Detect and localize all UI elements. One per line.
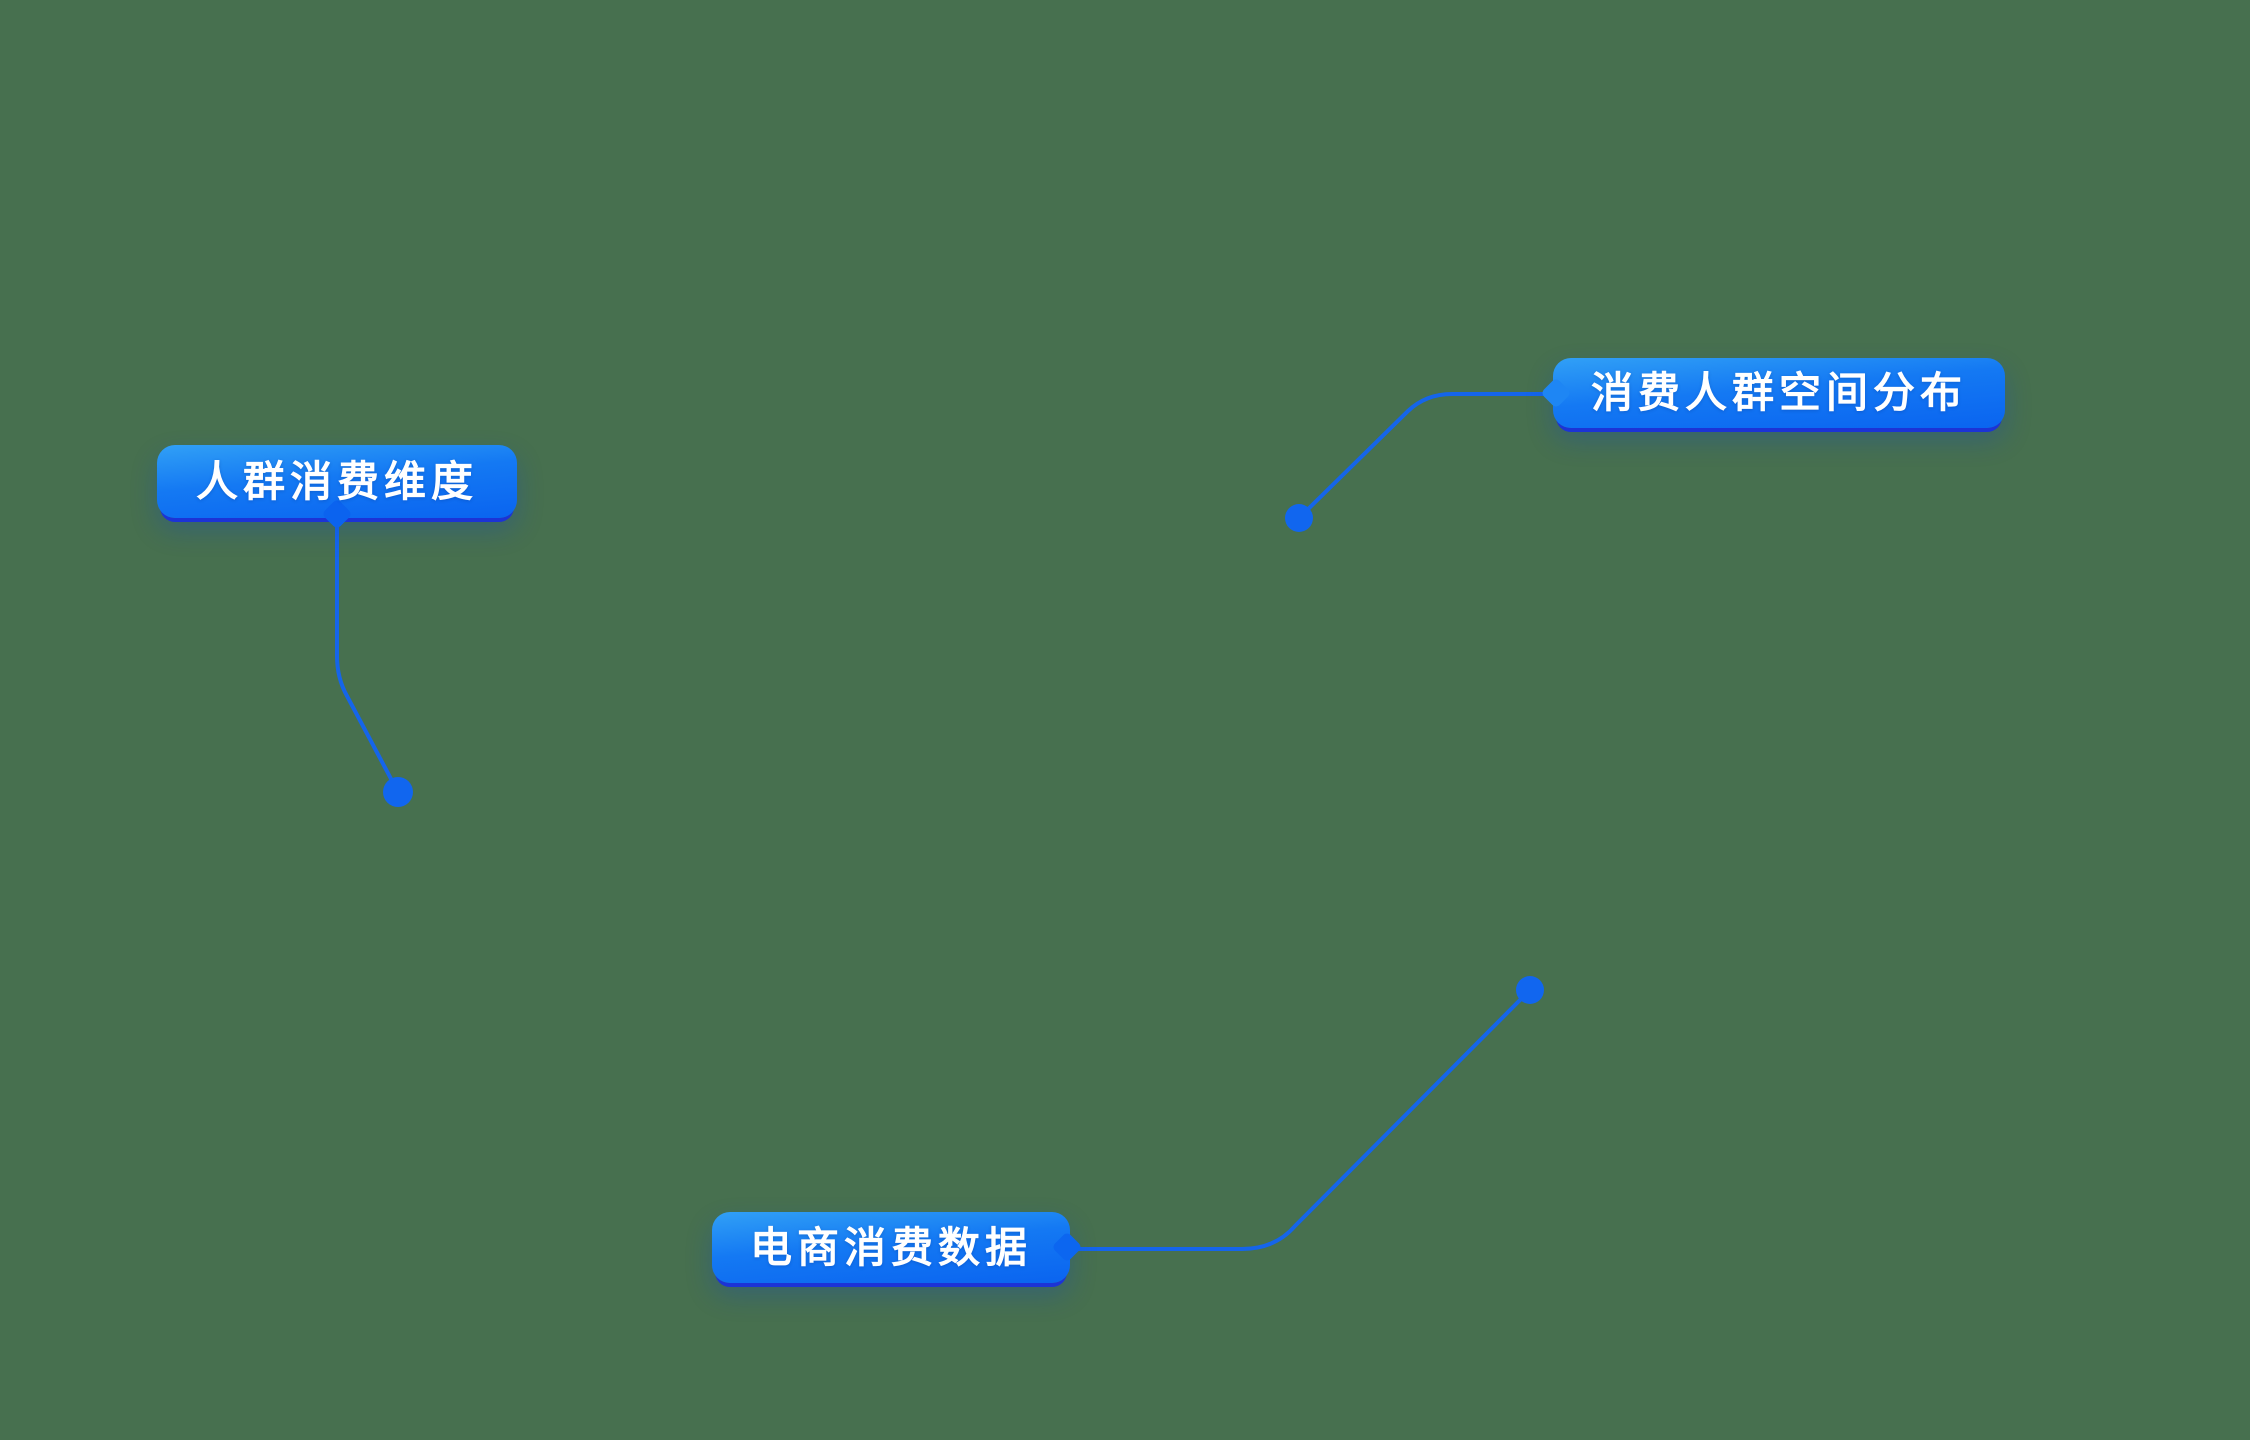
connector-line-crowd-consumption-dimension <box>335 511 400 794</box>
callout-pointer-left <box>1540 377 1572 409</box>
callout-crowd-consumption-dimension[interactable]: 人群消费维度 <box>157 445 517 530</box>
callout-consumer-crowd-spatial-distribution[interactable]: 消费人群空间分布 <box>1540 358 2005 428</box>
anchor-dot-ecommerce-consumption-data <box>1516 976 1544 1004</box>
anchor-dot-crowd-consumption-dimension <box>383 777 413 807</box>
callout-ecommerce-consumption-data[interactable]: 电商消费数据 <box>712 1212 1083 1283</box>
callout-label: 消费人群空间分布 <box>1590 368 1967 417</box>
callout-label: 电商消费数据 <box>749 1222 1032 1272</box>
anchor-dot-consumer-crowd-spatial-distribution <box>1285 504 1313 532</box>
callout-pointer-right <box>1051 1231 1083 1263</box>
connector-line-ecommerce-consumption-data <box>1074 988 1532 1251</box>
connector-line-consumer-crowd-spatial-distribution <box>1297 392 1556 520</box>
callout-label: 人群消费维度 <box>195 456 478 506</box>
